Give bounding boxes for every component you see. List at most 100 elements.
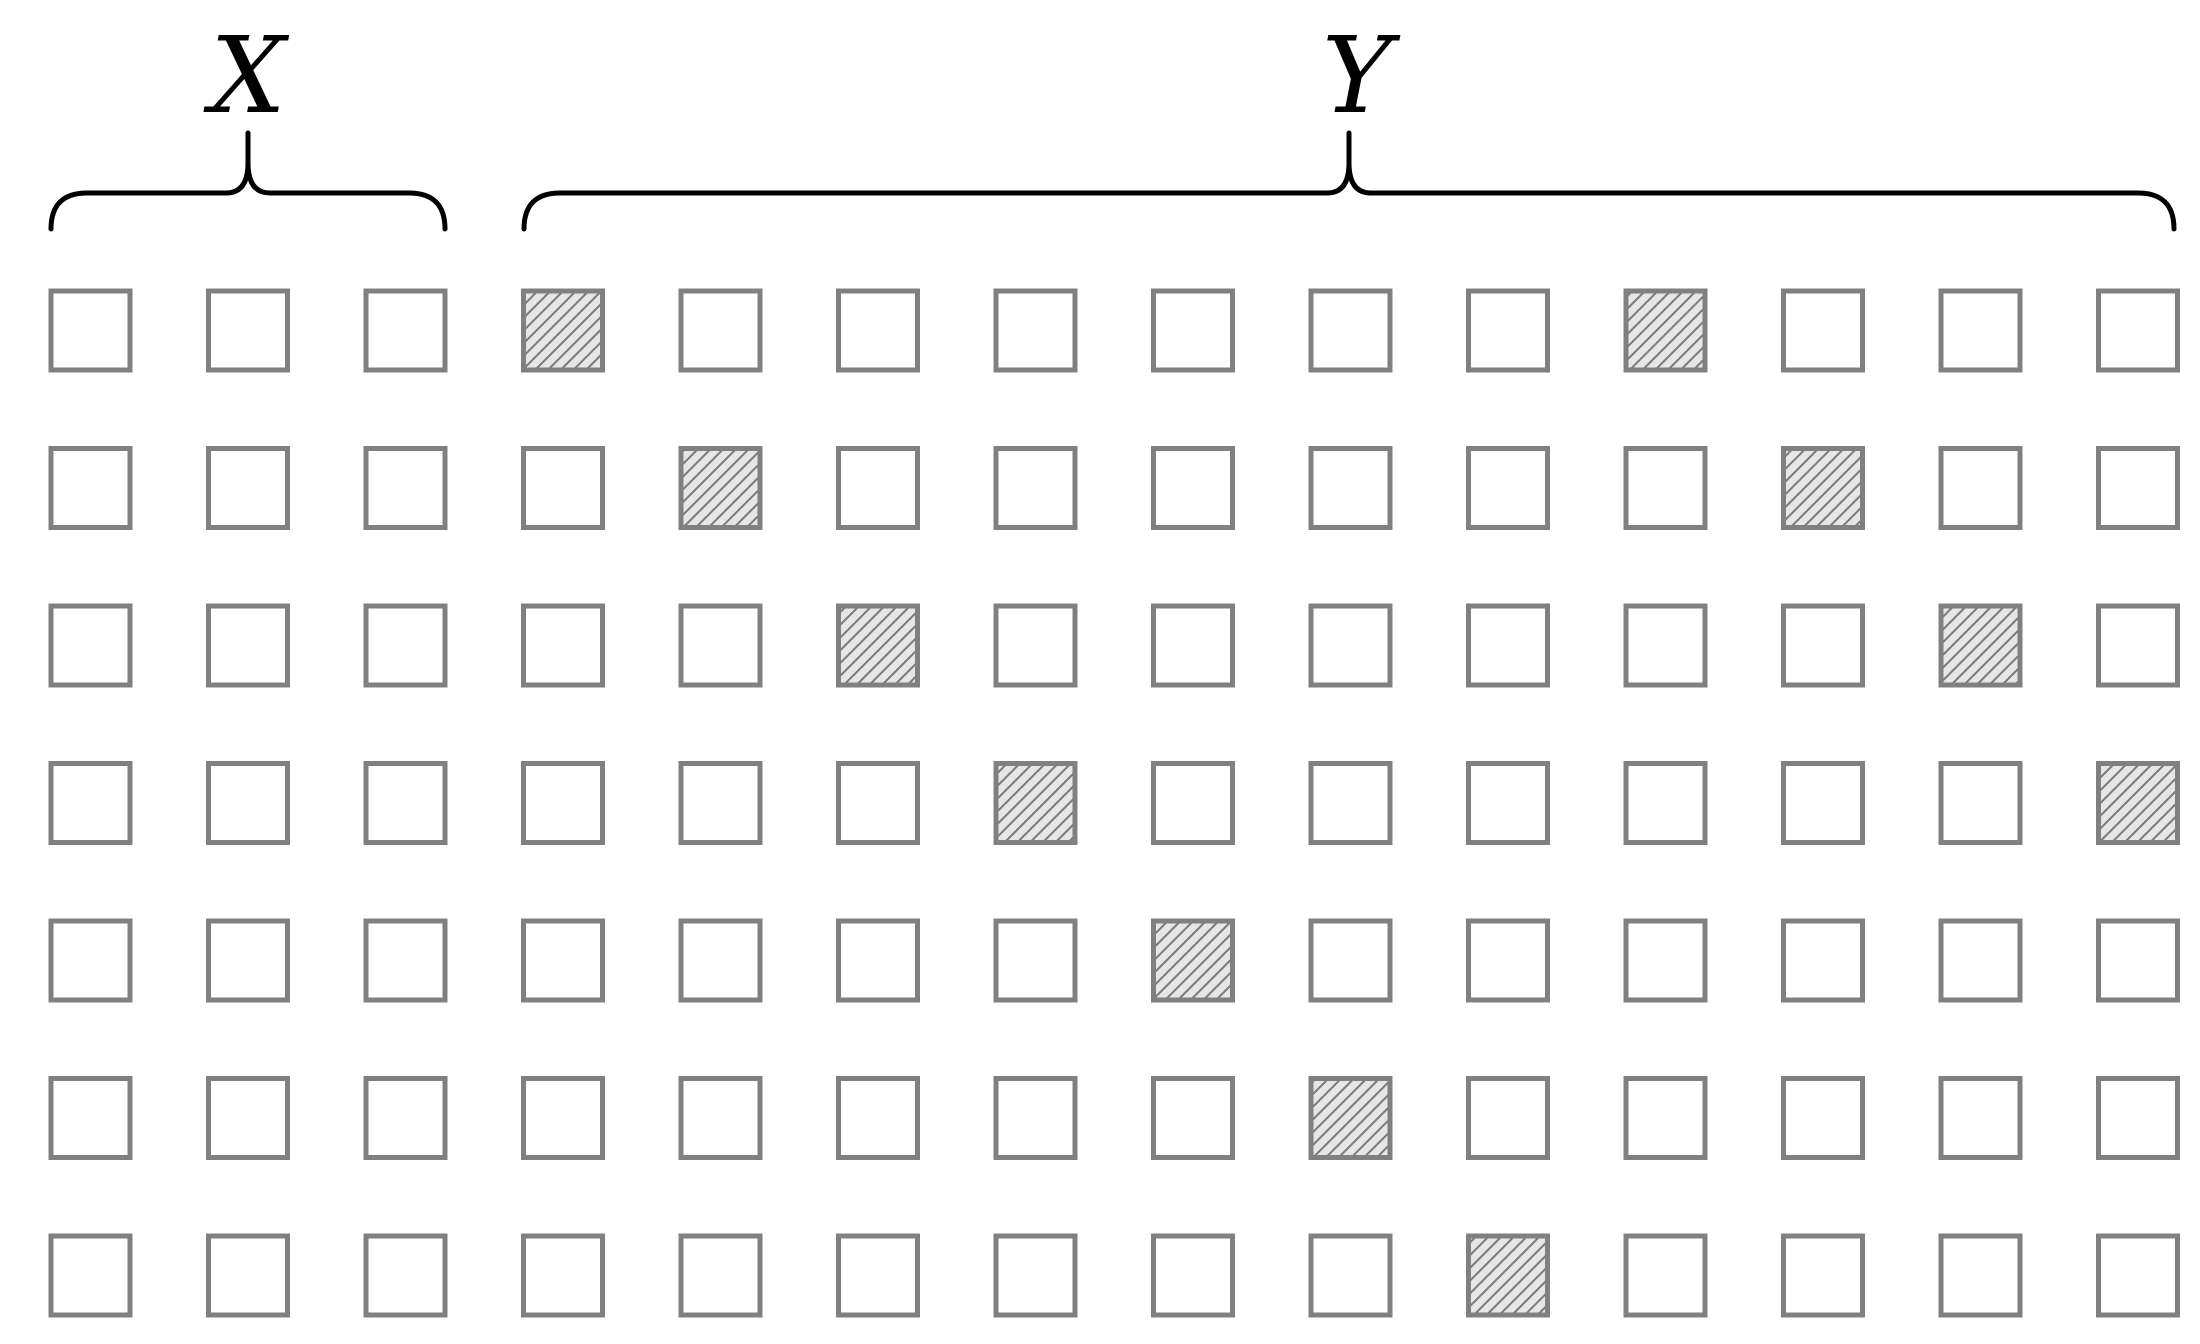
shaded-cell [521, 288, 605, 373]
empty-cell [1308, 446, 1393, 530]
empty-cell [1151, 1076, 1235, 1160]
shaded-cell [1781, 446, 1865, 530]
empty-cell [363, 1076, 448, 1160]
empty-cell [993, 918, 1078, 1003]
empty-cell [48, 603, 133, 688]
empty-cell [206, 446, 290, 530]
empty-cell [363, 918, 448, 1003]
empty-cell [1466, 288, 1550, 373]
empty-cell [678, 1233, 763, 1318]
empty-cell [836, 288, 920, 373]
empty-cell [678, 603, 763, 688]
empty-cell [836, 446, 920, 530]
empty-cell [1938, 918, 2023, 1003]
empty-cell [993, 603, 1078, 688]
empty-cell [1781, 1076, 1865, 1160]
empty-cell [1308, 603, 1393, 688]
empty-cell [1938, 288, 2023, 373]
empty-cell [1308, 1233, 1393, 1318]
empty-cell [836, 918, 920, 1003]
empty-cell [206, 288, 290, 373]
shaded-cell [836, 603, 920, 688]
empty-cell [48, 446, 133, 530]
shaded-cell [1466, 1233, 1550, 1318]
shaded-cell [1308, 1076, 1393, 1160]
empty-cell [1466, 918, 1550, 1003]
empty-cell [1938, 446, 2023, 530]
empty-cell [1781, 918, 1865, 1003]
shaded-cell [2096, 761, 2180, 845]
empty-cell [2096, 603, 2180, 688]
empty-cell [206, 918, 290, 1003]
shaded-cell [678, 446, 763, 530]
x-group-brace [48, 130, 448, 232]
empty-cell [1151, 446, 1235, 530]
empty-cell [48, 761, 133, 845]
empty-cell [1151, 603, 1235, 688]
empty-cell [48, 918, 133, 1003]
y-group-label: Y [1322, 14, 1401, 137]
empty-cell [363, 288, 448, 373]
cell-grid [48, 288, 2180, 1318]
empty-cell [836, 1233, 920, 1318]
empty-cell [1938, 761, 2023, 845]
empty-cell [521, 446, 605, 530]
empty-cell [993, 1076, 1078, 1160]
empty-cell [1466, 1076, 1550, 1160]
empty-cell [1308, 918, 1393, 1003]
shaded-cell [1151, 918, 1235, 1003]
empty-cell [1308, 288, 1393, 373]
empty-cell [1151, 1233, 1235, 1318]
empty-cell [1623, 761, 1708, 845]
empty-cell [2096, 446, 2180, 530]
empty-cell [1623, 446, 1708, 530]
shaded-cell [993, 761, 1078, 845]
shaded-cell [1938, 603, 2023, 688]
empty-cell [1466, 603, 1550, 688]
empty-cell [521, 761, 605, 845]
empty-cell [1781, 288, 1865, 373]
empty-cell [1466, 761, 1550, 845]
y-group-brace [521, 130, 2177, 232]
empty-cell [206, 761, 290, 845]
empty-cell [1781, 603, 1865, 688]
empty-cell [1623, 603, 1708, 688]
empty-cell [1781, 761, 1865, 845]
empty-cell [1623, 1233, 1708, 1318]
empty-cell [836, 1076, 920, 1160]
empty-cell [363, 603, 448, 688]
empty-cell [48, 1076, 133, 1160]
empty-cell [1151, 288, 1235, 373]
empty-cell [521, 1076, 605, 1160]
empty-cell [2096, 918, 2180, 1003]
empty-cell [1308, 761, 1393, 845]
empty-cell [678, 761, 763, 845]
empty-cell [1938, 1233, 2023, 1318]
empty-cell [363, 446, 448, 530]
empty-cell [1781, 1233, 1865, 1318]
empty-cell [1938, 1076, 2023, 1160]
empty-cell [993, 1233, 1078, 1318]
empty-cell [2096, 1076, 2180, 1160]
empty-cell [521, 1233, 605, 1318]
empty-cell [678, 918, 763, 1003]
empty-cell [206, 1233, 290, 1318]
empty-cell [678, 288, 763, 373]
empty-cell [48, 288, 133, 373]
empty-cell [836, 761, 920, 845]
shaded-cell [1623, 288, 1708, 373]
empty-cell [363, 761, 448, 845]
empty-cell [48, 1233, 133, 1318]
empty-cell [678, 1076, 763, 1160]
empty-cell [521, 918, 605, 1003]
empty-cell [1151, 761, 1235, 845]
empty-cell [521, 603, 605, 688]
empty-cell [206, 603, 290, 688]
empty-cell [2096, 1233, 2180, 1318]
x-group-label: X [203, 14, 289, 137]
empty-cell [363, 1233, 448, 1318]
empty-cell [1623, 918, 1708, 1003]
empty-cell [993, 446, 1078, 530]
empty-cell [206, 1076, 290, 1160]
